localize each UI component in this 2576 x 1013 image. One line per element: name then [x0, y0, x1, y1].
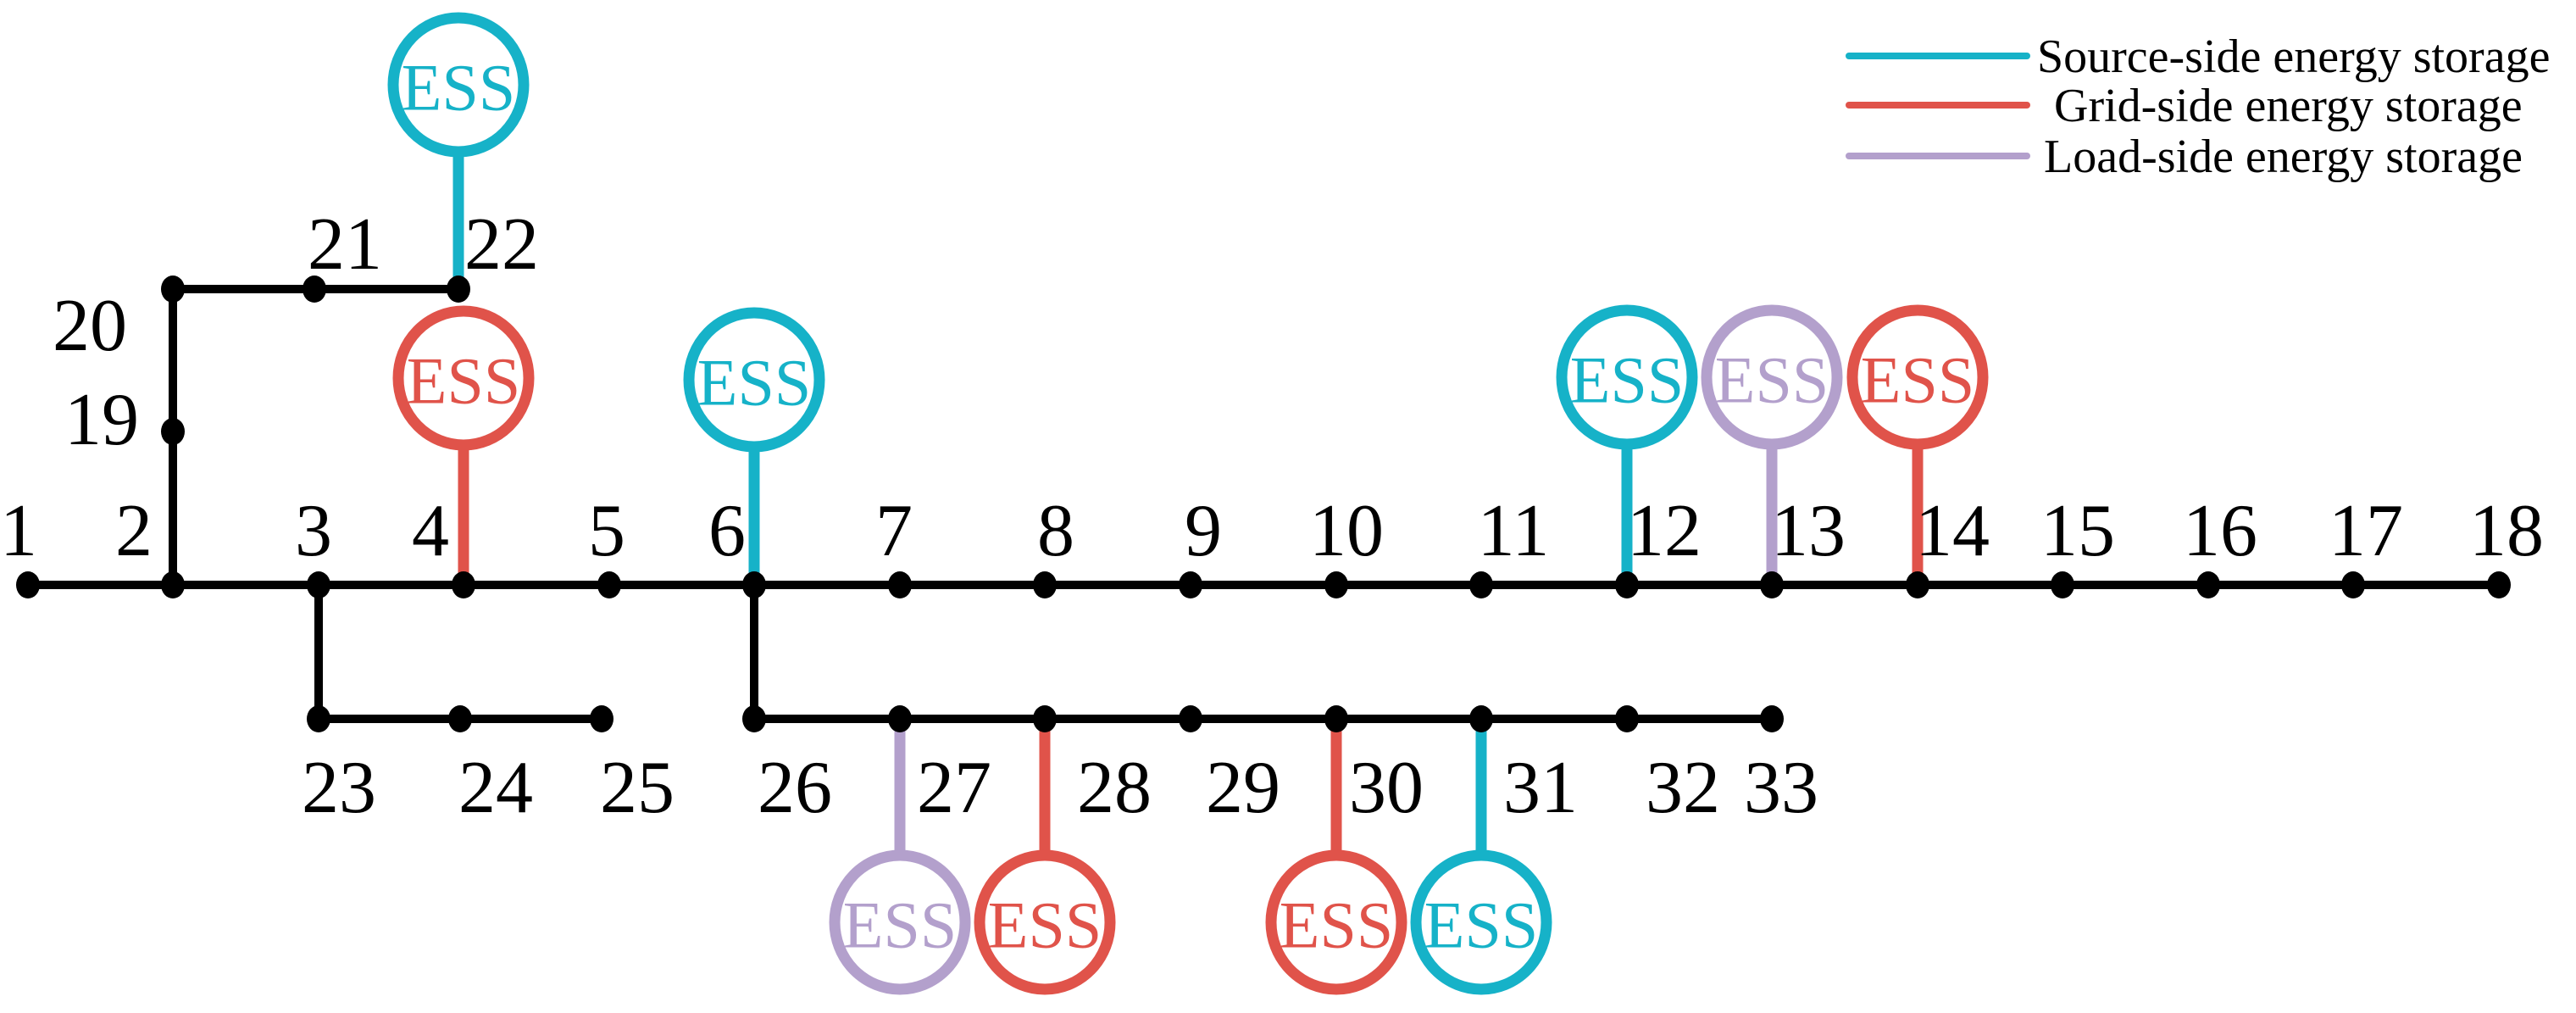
bus-label-29: 29: [1206, 747, 1280, 829]
bus-label-25: 25: [600, 747, 675, 829]
bus-node-30: [1324, 705, 1348, 732]
ess-circle-bus-31: [1410, 849, 1552, 995]
bus-label-6: 6: [708, 490, 746, 572]
bus-node-29: [1179, 705, 1202, 732]
bus-node-3: [307, 571, 330, 598]
bus-node-24: [448, 705, 472, 732]
ess-label-bus-4: ESS: [407, 344, 520, 418]
bus-label-17: 17: [2329, 490, 2403, 572]
bus-node-23: [307, 705, 330, 732]
bus-node-26: [742, 705, 766, 732]
bus-label-18: 18: [2469, 490, 2544, 572]
ess-circle-bus-6: [683, 307, 825, 453]
bus-label-11: 11: [1478, 490, 1550, 572]
bus-label-15: 15: [2040, 490, 2115, 572]
bus-label-2: 2: [115, 490, 153, 572]
bus-node-32: [1615, 705, 1639, 732]
ess-label-bus-6: ESS: [697, 346, 811, 420]
bus-node-27: [888, 705, 912, 732]
bus-label-23: 23: [302, 747, 376, 829]
bus-node-21: [303, 276, 326, 303]
bus-node-22: [447, 276, 470, 303]
ess-circle-bus-13: [1701, 304, 1843, 450]
bus-label-32: 32: [1646, 747, 1720, 829]
bus-label-22: 22: [464, 203, 539, 286]
bus-label-9: 9: [1185, 490, 1222, 572]
bus-label-28: 28: [1077, 747, 1152, 829]
legend-label-load_side: Load-side energy storage: [2044, 131, 2523, 183]
bus-node-12: [1615, 571, 1639, 598]
feeder-wire-3: [314, 585, 602, 723]
bus-node-9: [1179, 571, 1202, 598]
bus-label-31: 31: [1503, 747, 1578, 829]
legend-label-grid_side: Grid-side energy storage: [2054, 80, 2523, 132]
bus-node-5: [597, 571, 621, 598]
bus-node-18: [2487, 571, 2511, 598]
bus-label-8: 8: [1037, 490, 1074, 572]
bus-label-13: 13: [1771, 490, 1846, 572]
bus-node-25: [590, 705, 613, 732]
bus-node-31: [1469, 705, 1493, 732]
bus-label-20: 20: [53, 285, 127, 367]
feeder-wire-4: [750, 585, 1772, 723]
bus-label-1: 1: [0, 490, 37, 572]
bus-node-15: [2051, 571, 2074, 598]
ess-circle-bus-14: [1846, 304, 1989, 450]
ess-label-bus-28: ESS: [988, 888, 1102, 962]
bus-node-4: [452, 571, 475, 598]
bus-node-8: [1033, 571, 1057, 598]
bus-node-13: [1760, 571, 1784, 598]
ess-circle-bus-27: [829, 849, 971, 995]
bus-label-10: 10: [1309, 490, 1384, 572]
ess-label-bus-22: ESS: [402, 51, 515, 125]
bus-label-33: 33: [1744, 747, 1818, 829]
bus-node-28: [1033, 705, 1057, 732]
ess-circle-bus-30: [1265, 849, 1407, 995]
bus-label-21: 21: [308, 203, 382, 286]
bus-node-10: [1324, 571, 1348, 598]
bus-node-6: [742, 571, 766, 598]
bus-label-27: 27: [917, 747, 991, 829]
ess-circle-bus-4: [392, 305, 535, 451]
ess-label-bus-31: ESS: [1424, 888, 1538, 962]
ess-circle-bus-12: [1556, 304, 1698, 450]
bus-label-14: 14: [1915, 490, 1990, 572]
bus-node-33: [1760, 705, 1784, 732]
legend-label-source_side: Source-side energy storage: [2037, 31, 2550, 83]
ess-circle-bus-28: [974, 849, 1116, 995]
ess-label-bus-30: ESS: [1280, 888, 1393, 962]
bus-node-2: [161, 571, 185, 598]
bus-label-7: 7: [875, 490, 913, 572]
bus-label-24: 24: [458, 747, 533, 829]
bus-node-11: [1469, 571, 1493, 598]
bus-label-26: 26: [758, 747, 832, 829]
bus-node-20: [161, 276, 185, 303]
ess-label-bus-14: ESS: [1861, 343, 1974, 417]
bus-node-16: [2196, 571, 2220, 598]
bus-node-17: [2341, 571, 2365, 598]
bus-node-14: [1906, 571, 1929, 598]
bus-node-7: [888, 571, 912, 598]
bus-label-16: 16: [2183, 490, 2257, 572]
bus-label-4: 4: [412, 490, 449, 572]
bus-node-1: [16, 571, 40, 598]
bus-label-3: 3: [295, 490, 332, 572]
ess-label-bus-27: ESS: [843, 888, 957, 962]
bus-label-19: 19: [64, 379, 139, 461]
bus-label-30: 30: [1349, 747, 1424, 829]
ess-circle-bus-22: [387, 12, 530, 158]
bus-label-5: 5: [588, 490, 625, 572]
bus-label-12: 12: [1627, 490, 1702, 572]
bus-node-19: [161, 418, 185, 445]
ess-label-bus-13: ESS: [1715, 343, 1829, 417]
ess-label-bus-12: ESS: [1570, 343, 1684, 417]
